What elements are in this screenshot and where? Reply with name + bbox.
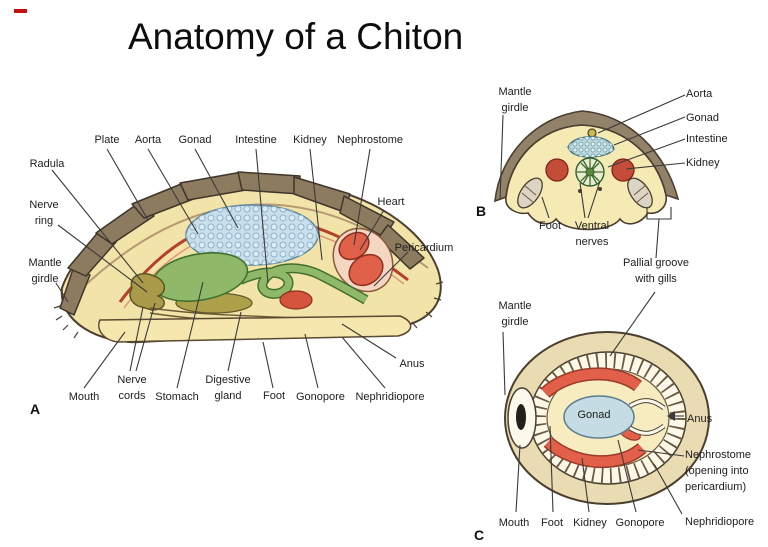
label-mantle-girdle-a: Mantle girdle (28, 257, 62, 285)
label-gonad-b: Gonad (686, 112, 720, 124)
label-foot-a: Foot (262, 390, 285, 402)
leader-lines-c (502, 291, 685, 515)
panel-a-diagram (51, 148, 444, 389)
shell-plates (59, 171, 425, 316)
label-kidney-a: Kidney (293, 134, 327, 146)
label-pallial-groove: Pallial groove with gills (622, 257, 690, 285)
slide-accent-dash (14, 9, 27, 13)
chiton-body-cross (494, 110, 680, 231)
anus-arrowhead (667, 411, 675, 421)
label-nerve-ring: Nerve ring (29, 199, 59, 227)
kidney-left (545, 158, 569, 182)
label-heart: Heart (377, 196, 405, 208)
label-mouth-a: Mouth (68, 391, 100, 403)
label-radula: Radula (29, 158, 65, 170)
label-gonad-a: Gonad (178, 134, 212, 146)
label-nephridiopore-c: Nephridiopore (685, 516, 755, 528)
kidney-right (611, 158, 635, 182)
gonad-shape-ventral (563, 395, 635, 439)
leader-lines-b (499, 94, 686, 259)
girdle-spikes (53, 281, 444, 339)
label-intestine-a: Intestine (235, 134, 277, 146)
label-intestine-b: Intestine (686, 133, 728, 145)
label-anus-a: Anus (399, 358, 425, 370)
foot-shape (98, 315, 412, 343)
label-mouth-c: Mouth (498, 517, 530, 529)
label-gonopore-c: Gonopore (615, 517, 665, 529)
mouth-radula-shape (129, 272, 165, 311)
label-foot-c: Foot (540, 517, 563, 529)
label-kidney-b: Kidney (686, 157, 720, 169)
leader-lines-a (51, 148, 409, 389)
label-plate: Plate (94, 134, 120, 146)
panel-a-tag: A (30, 401, 41, 417)
gill-left (517, 177, 543, 209)
label-mantle-girdle-c: Mantle girdle (498, 300, 532, 328)
label-nephridiopore-a: Nephridiopore (355, 391, 425, 403)
label-aorta-a: Aorta (134, 134, 162, 146)
panel-c-diagram (502, 291, 710, 515)
label-gonad-c: Gonad (577, 409, 611, 421)
gill-fringe-teeth (530, 352, 686, 484)
rectum-shape (279, 290, 313, 310)
panel-b-tag: B (476, 203, 487, 219)
label-kidney-c: Kidney (573, 517, 607, 529)
page-title: Anatomy of a Chiton (128, 16, 464, 57)
label-nerve-cords: Nerve cords (117, 374, 147, 402)
label-aorta-b: Aorta (686, 88, 713, 100)
label-mantle-girdle-b: Mantle girdle (498, 86, 532, 114)
aorta-dot (587, 128, 597, 138)
label-pericardium: Pericardium (394, 242, 454, 254)
label-foot-b: Foot (538, 220, 561, 232)
organs-lateral (98, 204, 412, 343)
label-stomach: Stomach (155, 391, 199, 403)
label-anus-c: Anus (687, 413, 713, 425)
mouth-opening (516, 404, 526, 430)
shell-arc (494, 110, 680, 203)
label-ventral-nerves: Ventral nerves (574, 220, 610, 248)
panel-b-diagram (494, 94, 686, 259)
panel-c-tag: C (474, 527, 485, 543)
label-digestive-gland: Digestive gland (205, 374, 251, 402)
label-nephrostome-a: Nephrostome (336, 134, 404, 146)
label-nephrostome-c: Nephrostome (opening into pericardium) (685, 449, 752, 493)
label-gonopore-a: Gonopore (296, 391, 345, 403)
heart-shape (338, 231, 370, 261)
